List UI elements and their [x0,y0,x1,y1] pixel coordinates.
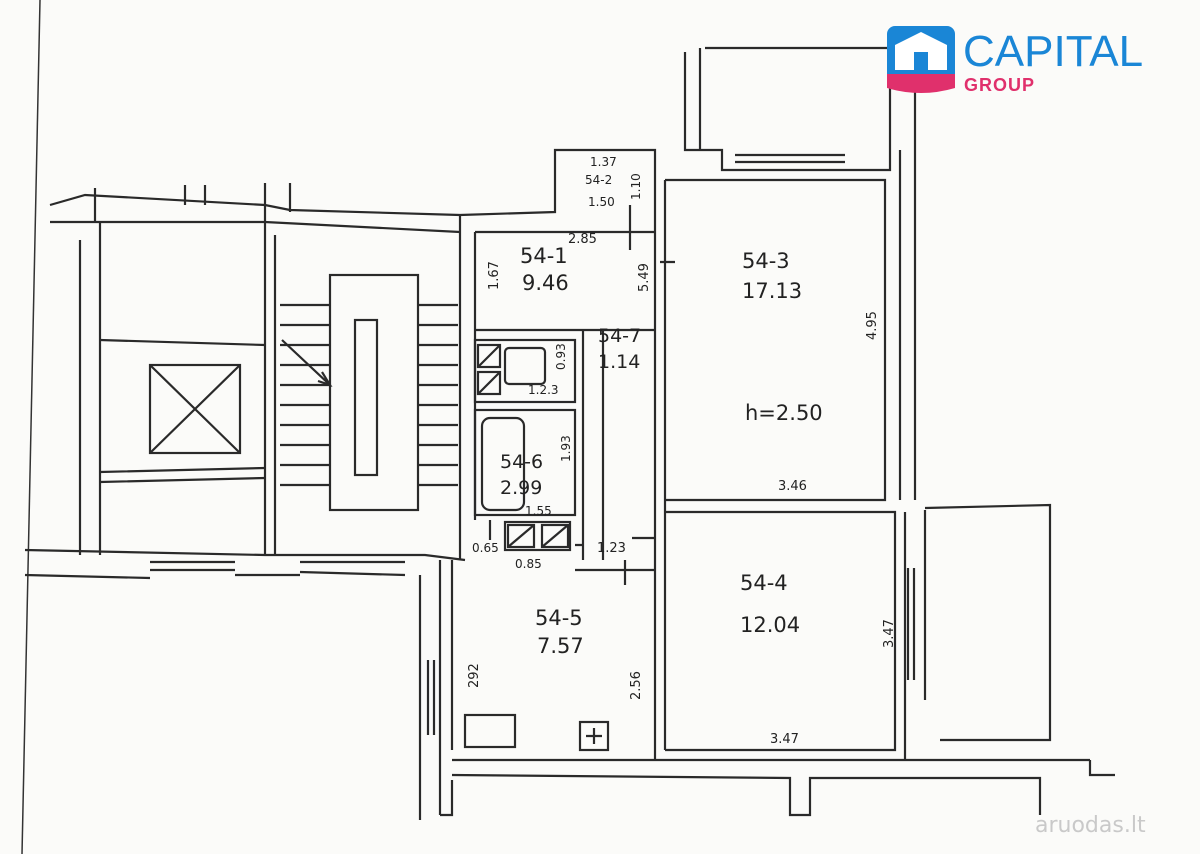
ceiling-height: h=2.50 [745,401,823,425]
dim-label: 1.50 [588,195,615,209]
room-54-5-label: 54-5 [535,606,583,630]
dim-label: 0.65 [472,541,499,555]
room-54-7-area: 1.14 [598,351,640,373]
room-54-4-area: 12.04 [740,613,800,637]
room-54-4-label: 54-4 [740,571,788,595]
room-54-1-label: 54-1 [520,244,568,268]
dim-label: 292 [467,663,482,688]
dim-label: 1.67 [487,261,502,290]
dim-label: 5.49 [637,263,652,292]
dim-label: 1.10 [629,173,643,200]
room-54-6-area: 2.99 [500,477,542,499]
room-54-2-label: 54-2 [585,173,612,187]
room-54-5-area: 7.57 [537,634,584,658]
dim-label: 3.46 [778,479,807,494]
dim-label: 1.37 [590,155,617,169]
dim-label: 3.47 [882,619,897,648]
dim-label: 2.56 [629,671,644,700]
room-54-3-label: 54-3 [742,249,790,273]
dim-label: 0.93 [554,343,568,370]
dim-label: 1.55 [525,504,552,518]
dim-label: 3.47 [770,732,799,747]
logo-subtitle: GROUP [964,75,1035,95]
dim-label: 1.23 [597,541,626,556]
room-54-3-area: 17.13 [742,279,802,303]
dim-label: 1.93 [559,435,573,462]
dim-label: 4.95 [865,311,880,340]
room-54-1-area: 9.46 [522,271,569,295]
logo-wordmark: CAPITAL [963,27,1143,76]
dim-label: 2.85 [568,232,597,247]
dim-label: 0.85 [515,557,542,571]
room-54-6-label: 54-6 [500,451,543,473]
capital-group-logo: CAPITAL GROUP [887,26,1143,95]
dim-label: 1.2.3 [528,383,559,397]
aruodas-watermark: aruodas.lt [1035,813,1146,838]
room-54-7-label: 54-7 [598,325,641,347]
walls [24,46,1115,820]
